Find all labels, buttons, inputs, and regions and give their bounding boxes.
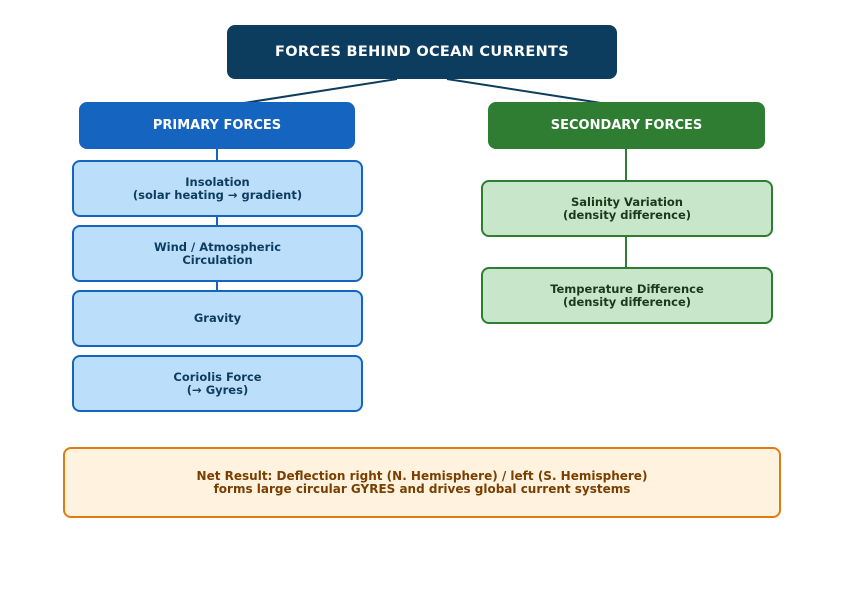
salinity-variation-box: Salinity Variation (density difference) [481, 180, 773, 237]
wind-circulation-title: Wind / Atmospheric [153, 239, 282, 254]
coriolis-force-box: Coriolis Force (→ Gyres) [72, 355, 363, 412]
diagram-title-text: FORCES BEHIND OCEAN CURRENTS [275, 43, 569, 60]
primary-forces-header: PRIMARY FORCES [79, 102, 355, 149]
temperature-difference-detail: (density difference) [562, 294, 692, 309]
coriolis-force-detail: (→ Gyres) [186, 382, 249, 397]
salinity-variation-detail: (density difference) [562, 207, 692, 222]
title-to-primary-connector [243, 78, 398, 104]
insolation-title: Insolation [185, 174, 250, 189]
net-result-line-1: Net Result: Deflection right (N. Hemisph… [196, 468, 648, 483]
net-result-line-2: forms large circular GYRES and drives gl… [213, 481, 631, 496]
secondary-forces-header-text: SECONDARY FORCES [550, 118, 703, 133]
salinity-variation-title: Salinity Variation [571, 194, 683, 209]
primary-forces-header-text: PRIMARY FORCES [152, 118, 282, 133]
title-to-secondary-connector [446, 78, 602, 104]
wind-circulation-detail: Circulation [182, 252, 253, 267]
temperature-difference-title: Temperature Difference [550, 281, 704, 296]
temperature-difference-box: Temperature Difference (density differen… [481, 267, 773, 324]
gravity-title: Gravity [193, 311, 242, 325]
wind-circulation-box: Wind / Atmospheric Circulation [72, 225, 363, 282]
coriolis-force-title: Coriolis Force [173, 369, 262, 384]
gravity-box: Gravity [72, 290, 363, 347]
net-result-box: Net Result: Deflection right (N. Hemisph… [63, 447, 781, 518]
insolation-box: Insolation (solar heating → gradient) [72, 160, 363, 217]
secondary-forces-header: SECONDARY FORCES [488, 102, 765, 149]
insolation-detail: (solar heating → gradient) [132, 187, 303, 202]
diagram-title: FORCES BEHIND OCEAN CURRENTS [227, 25, 617, 79]
